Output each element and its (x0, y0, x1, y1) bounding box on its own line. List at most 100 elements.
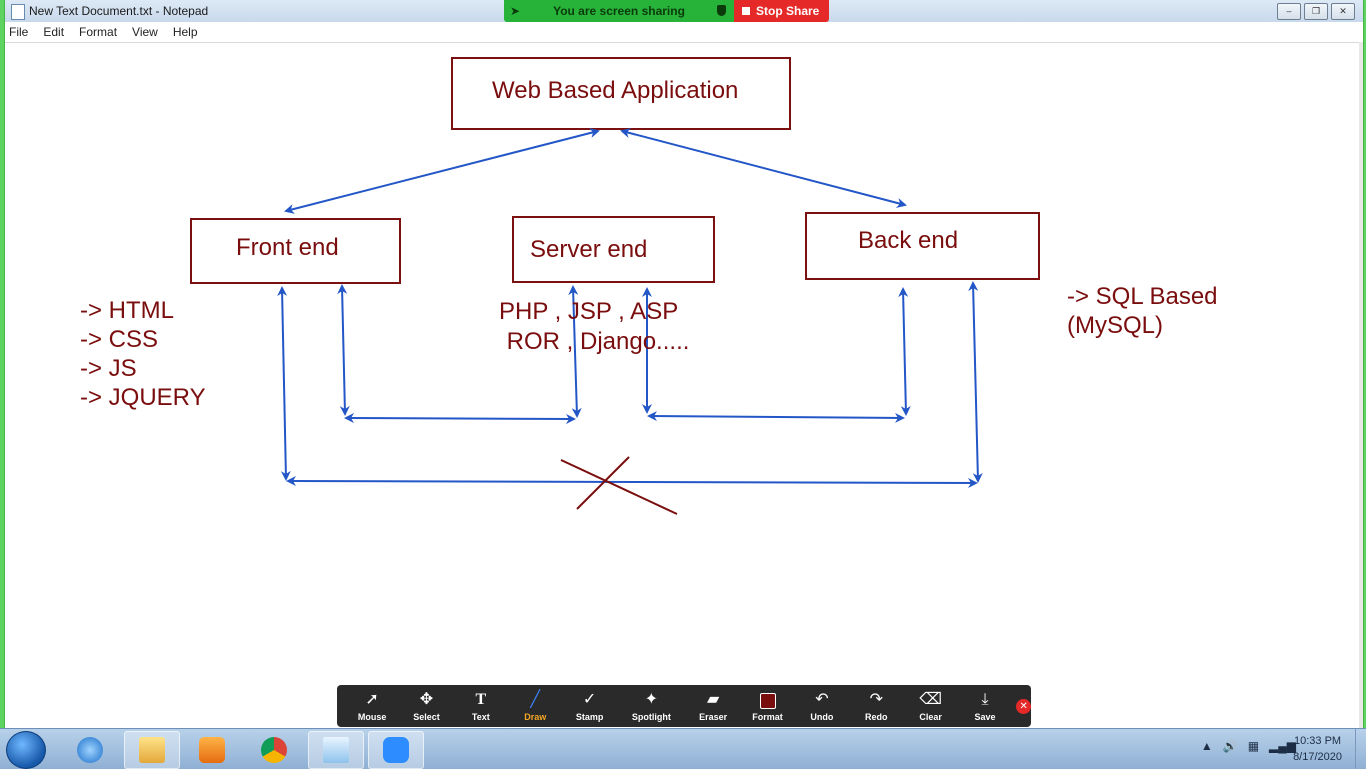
format-icon (759, 692, 776, 709)
menu-format[interactable]: Format (79, 25, 118, 39)
back-note-line2: (MySQL) (1067, 312, 1163, 339)
tool-save[interactable]: ⤓ Save (958, 691, 1012, 722)
notepad-icon (11, 4, 25, 20)
arrow-app-front (284, 128, 600, 214)
close-button[interactable]: ✕ (1331, 3, 1355, 20)
taskbar-file-explorer[interactable] (124, 731, 180, 769)
tool-draw[interactable]: ╱ Draw (508, 691, 562, 722)
tool-redo[interactable]: ↷ Redo (849, 691, 903, 722)
server-end-box (512, 216, 715, 283)
tool-label: Select (413, 711, 440, 722)
close-toolbar-button[interactable]: ✕ (1016, 698, 1032, 714)
tool-undo[interactable]: ↶ Undo (795, 691, 849, 722)
tool-label: Spotlight (631, 711, 671, 722)
tool-clear[interactable]: ⌫ Clear (903, 691, 957, 722)
arrow-server-down-left (568, 285, 582, 418)
arrow-front-down-right (337, 284, 350, 416)
show-desktop-button[interactable] (1355, 729, 1366, 769)
arrow-front-server (344, 413, 576, 424)
vertical-scrollbar[interactable] (1359, 42, 1363, 728)
tool-label: Draw (524, 711, 547, 722)
tool-spotlight[interactable]: ✦ Spotlight (617, 691, 686, 722)
web-app-label: Web Based Application (492, 77, 738, 104)
tool-label: Mouse (357, 711, 387, 722)
minimize-button[interactable]: – (1277, 3, 1301, 20)
network-icon[interactable]: ▂▄▆ (1269, 739, 1296, 753)
stamp-icon: ✓ (582, 690, 597, 708)
menu-help[interactable]: Help (172, 25, 198, 39)
server-list-line1: PHP , JSP , ASP (499, 298, 678, 325)
arrow-back-down-left (898, 287, 911, 416)
window-title: New Text Document.txt - Notepad (29, 4, 209, 18)
draw-icon: ╱ (530, 690, 541, 708)
arrow-front-back (286, 476, 978, 488)
taskbar-zoom[interactable] (368, 731, 424, 769)
tool-label: Text (471, 711, 490, 722)
taskbar-media-player[interactable] (184, 731, 240, 769)
taskbar-notepad[interactable] (308, 731, 364, 769)
arrow-front-down-left (277, 286, 291, 481)
tool-format[interactable]: Format (740, 691, 794, 722)
back-end-box (805, 212, 1040, 280)
tool-label: Redo (865, 711, 888, 722)
taskbar-chrome[interactable] (246, 731, 302, 769)
tool-select[interactable]: ✥ Select (399, 691, 453, 722)
taskbar-internet-explorer[interactable] (62, 731, 118, 769)
folder-icon (139, 737, 165, 763)
share-status-text: You are screen sharing (553, 4, 685, 18)
eraser-icon: ▰ (707, 690, 720, 708)
share-arrow-icon: ➤ (510, 4, 521, 18)
tool-text[interactable]: T Text (454, 691, 508, 722)
taskbar-clock[interactable]: 10:33 PM 8/17/2020 (1293, 733, 1342, 765)
tray-expand-icon[interactable]: ▲ (1200, 739, 1213, 753)
stop-icon (742, 7, 750, 15)
menu-view[interactable]: View (132, 25, 158, 39)
restore-button[interactable]: ❐ (1304, 3, 1328, 20)
shield-icon (717, 5, 726, 16)
tool-label: Format (752, 711, 783, 722)
front-list-jquery: -> JQUERY (80, 384, 206, 411)
menu-edit[interactable]: Edit (43, 25, 65, 39)
arrow-app-back (620, 128, 907, 208)
internet-explorer-icon (77, 737, 103, 763)
front-list-css: -> CSS (80, 326, 158, 353)
clock-time: 10:33 PM (1293, 735, 1342, 747)
tool-eraser[interactable]: ▰ Eraser (686, 691, 740, 722)
cross-mark-a (560, 459, 678, 515)
device-icon[interactable]: ▦ (1247, 739, 1260, 753)
window-controls: – ❐ ✕ (1277, 3, 1355, 20)
screen-share-banner: ➤ You are screen sharing Stop Share (504, 0, 830, 22)
redo-icon: ↷ (869, 690, 883, 708)
notepad-icon (323, 737, 349, 763)
front-list-js: -> JS (80, 355, 137, 382)
media-player-icon (199, 737, 225, 763)
arrow-server-back (647, 411, 905, 423)
chrome-icon (261, 737, 287, 763)
save-icon: ⤓ (981, 690, 989, 708)
front-list-html: -> HTML (80, 297, 174, 324)
menu-bar: File Edit Format View Help (5, 22, 1363, 43)
front-end-box (190, 218, 401, 284)
stop-share-button[interactable]: Stop Share (734, 0, 830, 22)
tool-label: Undo (810, 711, 834, 722)
tool-label: Eraser (699, 711, 728, 722)
cross-mark-b (576, 456, 630, 510)
server-list-line2: ROR , Django..... (500, 328, 689, 355)
zoom-icon (383, 737, 409, 763)
taskbar: ▲ 🔊 ▦ ▂▄▆ 10:33 PM 8/17/2020 (0, 728, 1366, 769)
annotation-toolbar: ➚ Mouse ✥ Select T Text ╱ Draw ✓ Stamp ✦… (337, 685, 1032, 727)
tool-mouse[interactable]: ➚ Mouse (345, 691, 399, 722)
volume-icon[interactable]: 🔊 (1222, 739, 1238, 753)
web-app-box (451, 57, 791, 130)
tool-label: Clear (919, 711, 942, 722)
tool-stamp[interactable]: ✓ Stamp (562, 691, 616, 722)
start-button[interactable] (6, 731, 46, 769)
text-icon: T (475, 690, 487, 708)
mouse-icon: ➚ (365, 690, 379, 708)
clear-icon: ⌫ (919, 690, 942, 708)
server-end-label: Server end (530, 236, 647, 263)
share-status[interactable]: ➤ You are screen sharing (504, 0, 734, 22)
tool-label: Save (974, 711, 996, 722)
arrow-back-down-right (968, 281, 983, 483)
menu-file[interactable]: File (9, 25, 29, 39)
